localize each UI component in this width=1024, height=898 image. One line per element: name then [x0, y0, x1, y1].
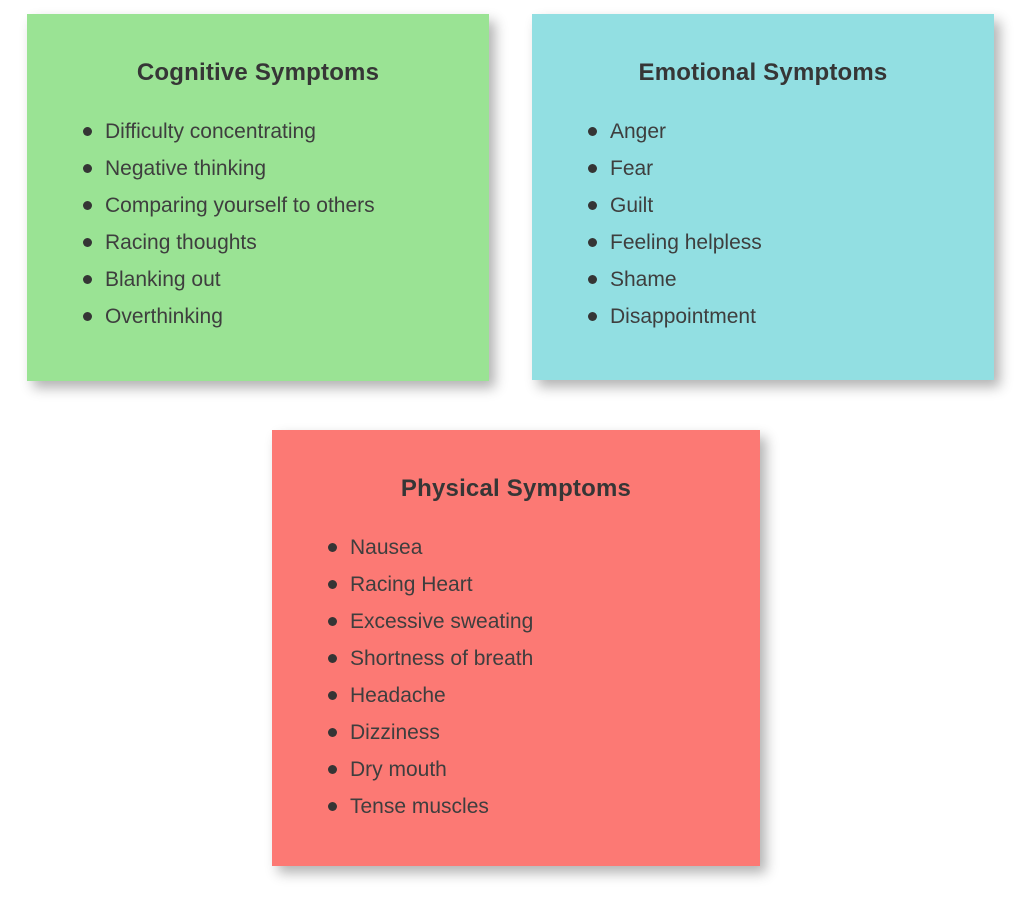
list-item-label: Disappointment — [610, 304, 756, 328]
bullet-dot-icon — [83, 275, 92, 284]
bullet-dot-icon — [83, 127, 92, 136]
bullet-dot-icon — [328, 802, 337, 811]
list-item-label: Nausea — [350, 535, 423, 559]
list-item-label: Dizziness — [350, 720, 440, 744]
list-item-label: Anger — [610, 119, 667, 143]
card-emotional-symptoms: Emotional Symptoms Anger Fear Guilt Feel… — [532, 14, 994, 380]
bullet-dot-icon — [83, 312, 92, 321]
bullet-dot-icon — [588, 164, 597, 173]
card-cognitive-symptoms: Cognitive Symptoms Difficulty concentrat… — [27, 14, 489, 381]
bullet-dot-icon — [328, 543, 337, 552]
list-item: Anger — [588, 113, 984, 150]
bullet-dot-icon — [328, 728, 337, 737]
list-item-label: Difficulty concentrating — [105, 119, 316, 143]
list-item: Guilt — [588, 187, 984, 224]
list-item: Dizziness — [328, 714, 750, 751]
bullet-dot-icon — [83, 238, 92, 247]
list-item: Overthinking — [83, 298, 479, 335]
list-item: Headache — [328, 677, 750, 714]
list-item: Difficulty concentrating — [83, 113, 479, 150]
bullet-dot-icon — [83, 164, 92, 173]
list-item-label: Shortness of breath — [350, 646, 534, 670]
list-item: Negative thinking — [83, 150, 479, 187]
list-item: Blanking out — [83, 261, 479, 298]
list-item: Dry mouth — [328, 751, 750, 788]
list-item-label: Fear — [610, 156, 654, 180]
list-item-label: Racing thoughts — [105, 230, 257, 254]
bullet-dot-icon — [83, 201, 92, 210]
list-item: Shame — [588, 261, 984, 298]
list-item: Feeling helpless — [588, 224, 984, 261]
list-item: Nausea — [328, 529, 750, 566]
card-title-emotional: Emotional Symptoms — [638, 59, 888, 86]
bullet-dot-icon — [328, 617, 337, 626]
list-item: Tense muscles — [328, 788, 750, 825]
list-item-label: Racing Heart — [350, 572, 473, 596]
physical-symptoms-list: Nausea Racing Heart Excessive sweating S… — [272, 529, 760, 825]
card-physical-symptoms: Physical Symptoms Nausea Racing Heart Ex… — [272, 430, 760, 866]
bullet-dot-icon — [328, 691, 337, 700]
bullet-dot-icon — [328, 580, 337, 589]
bullet-dot-icon — [588, 312, 597, 321]
list-item: Shortness of breath — [328, 640, 750, 677]
card-title-cognitive: Cognitive Symptoms — [136, 59, 380, 86]
list-item: Racing thoughts — [83, 224, 479, 261]
list-item: Comparing yourself to others — [83, 187, 479, 224]
list-item-label: Guilt — [610, 193, 654, 217]
list-item: Excessive sweating — [328, 603, 750, 640]
bullet-dot-icon — [328, 765, 337, 774]
list-item-label: Dry mouth — [350, 757, 447, 781]
list-item-label: Overthinking — [105, 304, 223, 328]
list-item-label: Blanking out — [105, 267, 221, 291]
list-item-label: Excessive sweating — [350, 609, 534, 633]
bullet-dot-icon — [588, 238, 597, 247]
list-item-label: Tense muscles — [350, 794, 489, 818]
list-item: Racing Heart — [328, 566, 750, 603]
bullet-dot-icon — [588, 127, 597, 136]
card-title-physical: Physical Symptoms — [400, 475, 632, 502]
list-item-label: Feeling helpless — [610, 230, 762, 254]
cognitive-symptoms-list: Difficulty concentrating Negative thinki… — [27, 113, 489, 335]
bullet-dot-icon — [588, 275, 597, 284]
bullet-dot-icon — [328, 654, 337, 663]
list-item: Fear — [588, 150, 984, 187]
list-item-label: Comparing yourself to others — [105, 193, 375, 217]
emotional-symptoms-list: Anger Fear Guilt Feeling helpless Shame … — [532, 113, 994, 335]
list-item-label: Shame — [610, 267, 677, 291]
list-item-label: Negative thinking — [105, 156, 267, 180]
list-item-label: Headache — [350, 683, 446, 707]
list-item: Disappointment — [588, 298, 984, 335]
bullet-dot-icon — [588, 201, 597, 210]
